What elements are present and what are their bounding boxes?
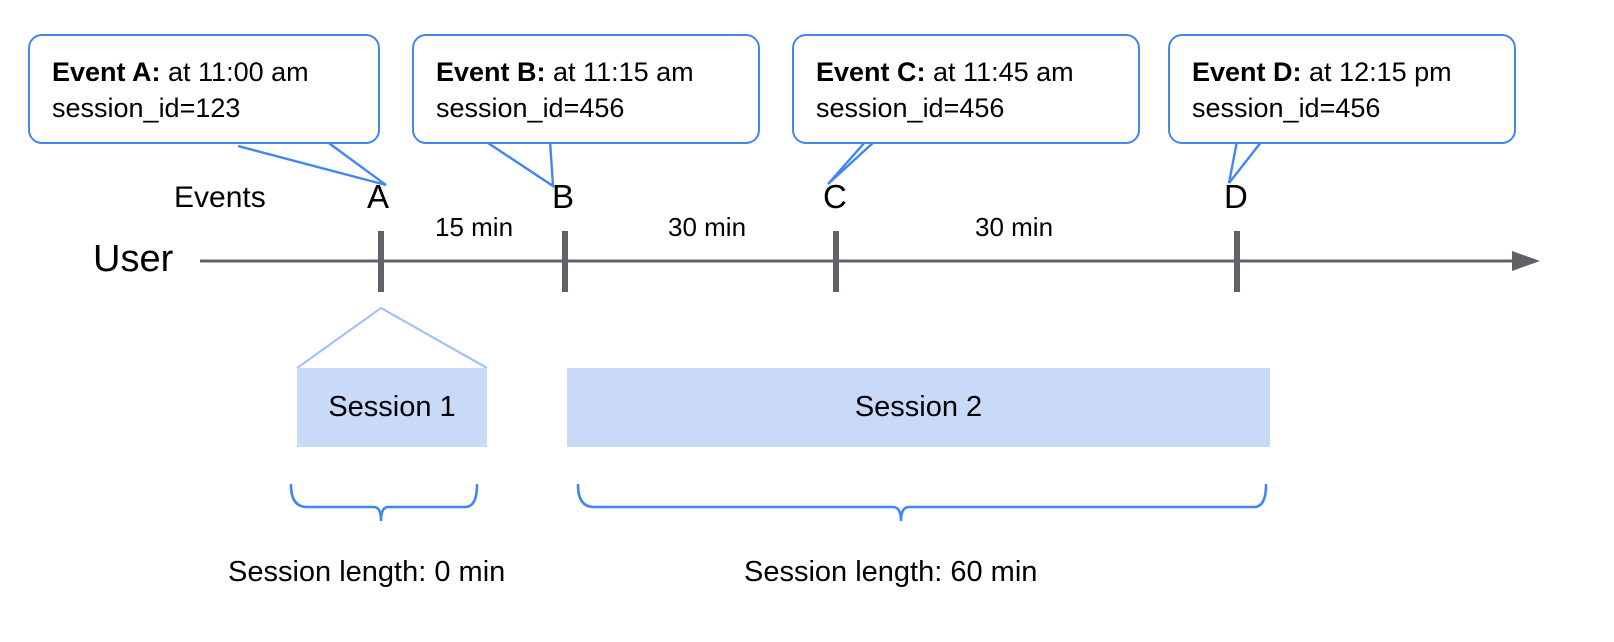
session-2-brace (576, 483, 1268, 522)
callout-event-d: Event D: at 12:15 pm session_id=456 (1168, 34, 1516, 145)
session-length-caption-1: Session length: 0 min (228, 556, 506, 588)
callout-leader-a (237, 140, 387, 187)
user-axis-label: User (93, 238, 174, 280)
event-marker-label-b: B (552, 178, 575, 215)
callout-d-time: at 12:15 pm (1301, 57, 1452, 87)
session-length-caption-2: Session length: 60 min (744, 556, 1038, 588)
session-1-brace (289, 483, 479, 522)
callout-a-detail: session_id=123 (52, 93, 241, 124)
interval-label-c-d: 30 min (975, 212, 1054, 242)
callout-a-time: at 11:00 am (160, 57, 309, 87)
callout-leader-c (827, 140, 876, 185)
interval-label-b-c: 30 min (668, 212, 747, 242)
callout-a-lead: Event A: (52, 57, 161, 87)
callout-event-a: Event A: at 11:00 am session_id=123 (28, 34, 380, 145)
event-marker-label-d: D (1224, 178, 1248, 215)
session-1-connector (296, 306, 488, 369)
callout-b-detail: session_id=456 (436, 93, 625, 124)
callout-leader-d (1227, 140, 1263, 184)
callout-b-lead: Event B: (436, 57, 546, 87)
callout-d-lead: Event D: (1192, 57, 1302, 87)
event-marker-label-a: A (367, 178, 390, 215)
interval-label-a-b: 15 min (435, 212, 514, 242)
callout-c-time: at 11:45 am (925, 57, 1074, 87)
session-bar-2: Session 2 (567, 368, 1270, 447)
events-row-label: Events (174, 181, 266, 214)
callout-leader-b (487, 140, 555, 189)
callout-b-time: at 11:15 am (545, 57, 694, 87)
session-bar-1-label: Session 1 (328, 391, 456, 423)
session-bar-2-label: Session 2 (854, 391, 983, 423)
session-bar-1: Session 1 (297, 368, 487, 447)
callout-d-detail: session_id=456 (1192, 93, 1381, 124)
timeline-axis (200, 251, 1540, 271)
callout-event-c: Event C: at 11:45 am session_id=456 (792, 34, 1140, 145)
event-marker-label-c: C (823, 178, 847, 215)
callout-c-detail: session_id=456 (816, 93, 1005, 124)
callout-event-b: Event B: at 11:15 am session_id=456 (412, 34, 760, 145)
callout-c-lead: Event C: (816, 57, 926, 87)
